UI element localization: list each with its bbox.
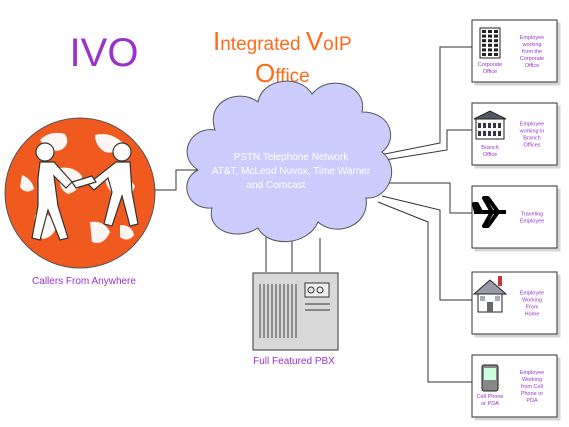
endpoint-description: Employee <box>520 370 544 376</box>
office-building-icon <box>479 27 501 59</box>
endpoint-description: Branch <box>523 136 540 142</box>
cloud-line-1: PSTN Telephone Network <box>234 152 350 163</box>
endpoint-description: Employee <box>520 219 544 225</box>
endpoint-icon-label: Corporate <box>478 62 502 68</box>
endpoint-description: Home <box>525 312 540 318</box>
title-line-1: Integrated VoIP <box>213 26 352 56</box>
endpoint-description: Employee <box>520 291 544 297</box>
endpoint-description: Working <box>522 298 542 304</box>
endpoint-description: working in <box>519 129 545 135</box>
endpoint-icon-label: Cell Phone <box>477 394 504 400</box>
globe-caption: Callers From Anywhere <box>32 276 136 287</box>
link-home <box>381 195 472 301</box>
handshake-figures <box>31 142 139 241</box>
pbx-unit <box>252 272 339 351</box>
endpoint-icon-label: Branch <box>481 145 498 151</box>
endpoint-description: From <box>526 305 539 311</box>
endpoint-description: working <box>522 42 542 48</box>
airplane-icon <box>472 196 506 228</box>
endpoint-description: Working <box>522 377 542 383</box>
globe-callers <box>4 117 156 269</box>
ivo-logo: IVO <box>70 31 139 75</box>
connection-lines <box>155 46 472 383</box>
title-line-2: Office <box>255 58 310 88</box>
cloud-line-3: and Comcast <box>247 180 306 191</box>
endpoint-description: Offices <box>523 143 540 149</box>
link-branch <box>384 129 472 161</box>
endpoint-description: Employee <box>520 122 544 128</box>
globe-cloud-link <box>155 169 205 191</box>
endpoint-description: Phone or <box>521 391 543 397</box>
endpoint-icon-label: or PDA <box>481 401 499 407</box>
cloud-line-2: AT&T, McLeod Nuvox, Time Warner <box>212 166 371 177</box>
endpoint-icon-label: Office <box>483 69 497 75</box>
pbx-vents <box>259 284 297 338</box>
link-mobile <box>377 201 472 383</box>
endpoint-description: Traveling <box>521 212 543 218</box>
endpoint-description: Employee <box>520 35 544 41</box>
pda-icon <box>481 364 499 392</box>
endpoint-description: Office <box>525 63 539 69</box>
pstn-cloud <box>186 80 393 242</box>
endpoint-description: from Cell <box>521 384 543 390</box>
endpoint-icon-label: Office <box>483 152 497 158</box>
endpoint-description: PDA <box>526 398 538 404</box>
house-icon <box>472 276 508 313</box>
endpoint-description: Corporate <box>520 56 544 62</box>
pbx-caption: Full Featured PBX <box>253 356 335 367</box>
endpoint-description: from the <box>522 49 542 55</box>
link-corporate <box>379 46 472 156</box>
link-traveling <box>382 182 472 214</box>
branch-office-icon <box>473 110 507 140</box>
